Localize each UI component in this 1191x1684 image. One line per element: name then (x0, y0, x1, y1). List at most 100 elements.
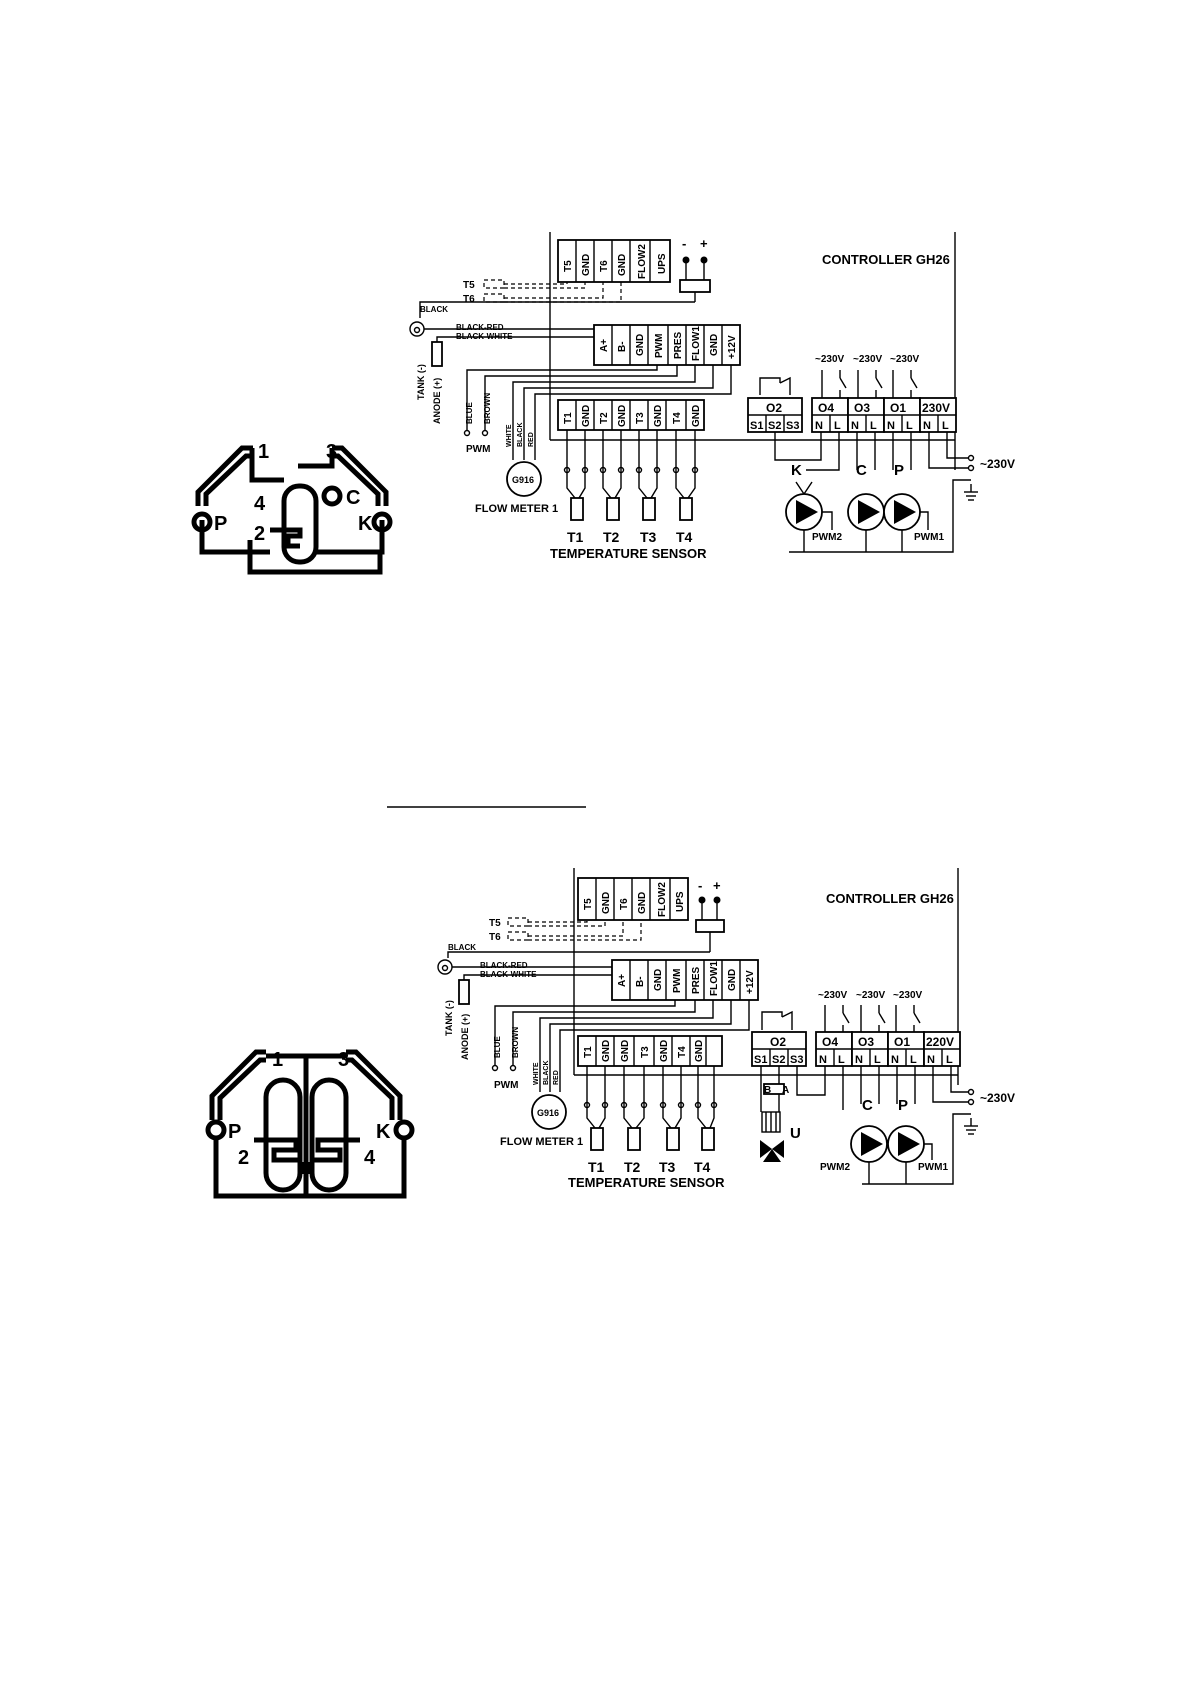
terminal-label: T4 (672, 412, 683, 424)
controller-title: CONTROLLER GH26 (822, 252, 950, 267)
temperature-sensors (563, 430, 699, 521)
pin-label: N (819, 1054, 827, 1066)
pump-c-scheme-icon (321, 485, 343, 507)
anode-rod-icon (458, 979, 470, 1005)
earth-wire (862, 1113, 971, 1185)
pump-p-icon: P (887, 1097, 925, 1163)
svg-text:K: K (791, 462, 802, 479)
terminal-label: GND (620, 1040, 631, 1062)
bottom-terminal-block: T1 GND GND T3 GND T4 GND (577, 1035, 723, 1067)
relay-contact (759, 377, 781, 395)
terminal-label: FLOW1 (691, 326, 702, 361)
top-terminal-block: T5 GND T6 GND FLOW2 UPS (577, 877, 689, 921)
terminal-label: GND (637, 892, 648, 914)
svg-text:C: C (862, 1097, 873, 1114)
sensor-label: T2 (624, 1159, 641, 1175)
pump-c-icon: C (847, 462, 885, 531)
svg-text:1: 1 (258, 441, 269, 463)
terminal-label: B- (617, 341, 628, 352)
relay-contact (761, 1011, 783, 1030)
output-terminal-blocks: O2 S1 S2 S3 O4 N L O3 N L O1 N L 230V N … (747, 397, 957, 433)
pump-p-icon: P (883, 462, 921, 531)
pin-plus: + (713, 878, 721, 893)
wire-blue-label: BLUE (493, 1036, 502, 1058)
output-label: O4 (822, 1035, 838, 1049)
sensor-t6 (507, 931, 529, 941)
terminal-label: GND (653, 969, 664, 991)
sensor-t2 (627, 1127, 641, 1151)
svg-text:P: P (894, 462, 904, 479)
svg-text:1: 1 (272, 1049, 283, 1071)
output-label: O3 (854, 401, 870, 415)
storage-tank-1-icon (263, 1077, 303, 1193)
sensor-t6 (483, 293, 505, 303)
anode-label: ANODE (+) (432, 378, 442, 424)
terminal-label: T1 (563, 412, 574, 424)
pin-label: S2 (768, 420, 781, 432)
pump-k-scheme-icon (371, 511, 393, 533)
voltage-label: ~230V (853, 354, 883, 365)
collector-3 (346, 1049, 403, 1120)
pin-label: S2 (772, 1054, 785, 1066)
sensor-t2 (606, 497, 620, 521)
mid-terminal-block: A+ B- GND PWM PRES FLOW1 GND +12V (593, 324, 741, 366)
wire-black (549, 1000, 732, 1092)
wire-black-red-label: BLACK-RED (480, 961, 528, 970)
sensor-label: T1 (567, 529, 584, 545)
battery-connector (695, 919, 725, 933)
flowmeter-code: G916 (512, 475, 534, 485)
voltage-label: ~230V (818, 990, 848, 1001)
sensor-t5 (507, 917, 529, 927)
svg-text:P: P (214, 513, 227, 535)
terminal-label: PRES (673, 331, 684, 359)
terminal-label: T2 (599, 412, 610, 424)
terminal-label: T3 (635, 412, 646, 424)
terminal-label: UPS (675, 891, 686, 912)
wire-red-label: RED (528, 432, 535, 447)
flowmeter-code: G916 (537, 1108, 559, 1118)
terminal-label: PRES (691, 966, 702, 994)
terminal-label: A+ (617, 974, 628, 987)
terminal-label: GND (601, 892, 612, 914)
terminal-label: A+ (599, 339, 610, 352)
terminal-label: GND (635, 334, 646, 356)
wire-brown (512, 1000, 696, 1065)
terminal-label: GND (653, 405, 664, 427)
terminal-label: GND (581, 405, 592, 427)
battery-connector (679, 279, 711, 293)
pin-label: L (870, 420, 877, 432)
controller-title: CONTROLLER GH26 (826, 891, 954, 906)
pin-label: N (887, 420, 895, 432)
tank-label: TANK (-) (444, 1000, 454, 1036)
pump-c-icon: C (850, 1097, 888, 1163)
output-terminal-blocks: O2 S1 S2 S3 O4 N L O3 N L O1 N L 220V N … (751, 1031, 961, 1067)
pwm2-label: PWM2 (812, 532, 842, 543)
voltage-label: ~230V (890, 354, 920, 365)
sensor-label: T4 (676, 529, 693, 545)
top-terminal-block: T5 GND T6 GND FLOW2 UPS (557, 239, 671, 283)
pin-label: S1 (754, 1054, 767, 1066)
wire-black (447, 951, 710, 958)
collector-1 (195, 445, 253, 506)
diagram-2: CONTROLLER GH26 T5 GND T6 GND FLOW2 UPS … (205, 868, 1015, 1199)
terminal-label: GND (727, 969, 738, 991)
pin-label: S3 (786, 420, 799, 432)
output-label: O2 (770, 1035, 786, 1049)
terminal-label: GND (691, 405, 702, 427)
pwm-label: PWM (466, 444, 490, 455)
pin-label: N (851, 420, 859, 432)
diagram-1: CONTROLLER GH26 T5 GND T6 GND FLOW2 UPS … (191, 232, 1015, 575)
svg-text:K: K (358, 513, 373, 535)
voltage-label: ~230V (856, 990, 886, 1001)
storage-tank-icon (281, 483, 319, 565)
wire-white-label: WHITE (533, 1062, 540, 1085)
valve-pin-label: A (782, 1085, 789, 1096)
sensor-t1 (590, 1127, 604, 1151)
sensor-t6-label: T6 (463, 294, 475, 305)
voltage-label: ~230V (893, 990, 923, 1001)
terminal-label: FLOW2 (637, 244, 648, 279)
anode-connector-icon (437, 959, 453, 975)
wire-blue (494, 1000, 676, 1065)
sensor-t5 (483, 279, 505, 289)
